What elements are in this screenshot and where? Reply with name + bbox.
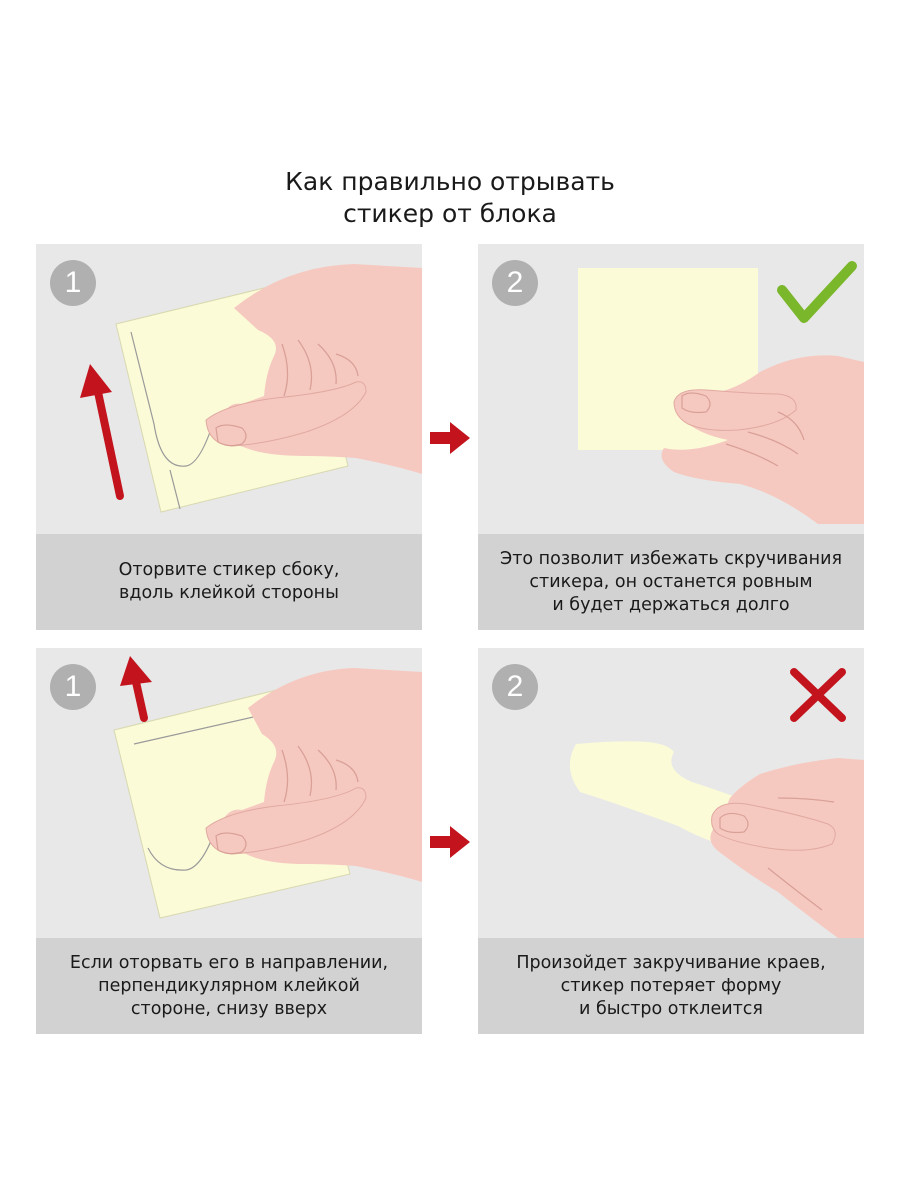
caption: Оторвите стикер сбоку, вдоль клейкой сто… [36,534,422,630]
checkmark-icon [777,261,857,323]
sticker-curl-line [147,827,217,871]
hand-finger-lines [767,797,835,911]
panel-wrong-step-1: 1 Если оторвать его в направлении, перпе… [36,648,422,1034]
caption: Если оторвать его в направлении, перпенд… [36,938,422,1034]
caption-line: Произойдет закручивание краев, [516,952,826,973]
caption: Произойдет закручивание краев, стикер по… [478,938,864,1034]
hand-thumb [673,389,797,431]
hand-finger-lines [281,745,359,803]
title-line-1: Как правильно отрывать [285,167,615,196]
thumbnail [215,832,247,855]
arrow-up-icon [80,364,124,500]
title-line-2: стикер от блока [343,199,557,228]
thumbnail [719,812,749,834]
step-badge: 1 [50,260,96,306]
arrow-right-icon [430,422,470,454]
arrow-up-icon [120,656,152,722]
thumbnail [681,392,711,414]
caption: Это позволит избежать скручивания стикер… [478,534,864,630]
caption-line: Оторвите стикер сбоку, [118,560,340,580]
caption-line: Это позволит избежать скручивания [499,548,843,569]
cross-icon [790,668,846,722]
illustration-curled-sticker [569,668,864,938]
panel-correct-step-2: 2 Это позволит избежать скручивания стик… [478,244,864,630]
page-title: Как правильно отрывать стикер от блока [0,166,900,230]
caption-line: перпендикулярном клейкой [98,975,360,996]
caption-line: Если оторвать его в направлении, [69,952,389,973]
caption-line: и будет держаться долго [552,594,790,615]
thumbnail [215,424,247,447]
sticker-edge-line [169,469,181,510]
hand-finger-lines [725,411,805,467]
panel-wrong-step-2: 2 Произойдет закручивание краев, стикер … [478,648,864,1034]
caption-line: стикера, он останется ровным [529,571,813,592]
illustration-tear-upward [113,656,422,919]
caption-line: и быстро отклеится [579,998,763,1019]
caption-line: вдоль клейкой стороны [119,583,339,603]
step-badge: 1 [50,664,96,710]
illustration-tear-sideways [80,264,422,513]
step-badge: 2 [492,260,538,306]
illustration-flat-sticker [578,261,864,524]
caption-line: стороне, снизу вверх [130,998,328,1019]
step-badge: 2 [492,664,538,710]
panel-correct-step-1: 1 Оторвите стикер сбоку, вдоль клейкой с… [36,244,422,630]
sticker-curl-line [130,331,217,467]
caption-line: стикер потеряет форму [560,975,782,996]
arrow-right-icon [430,826,470,858]
hand-finger-lines [281,339,359,397]
